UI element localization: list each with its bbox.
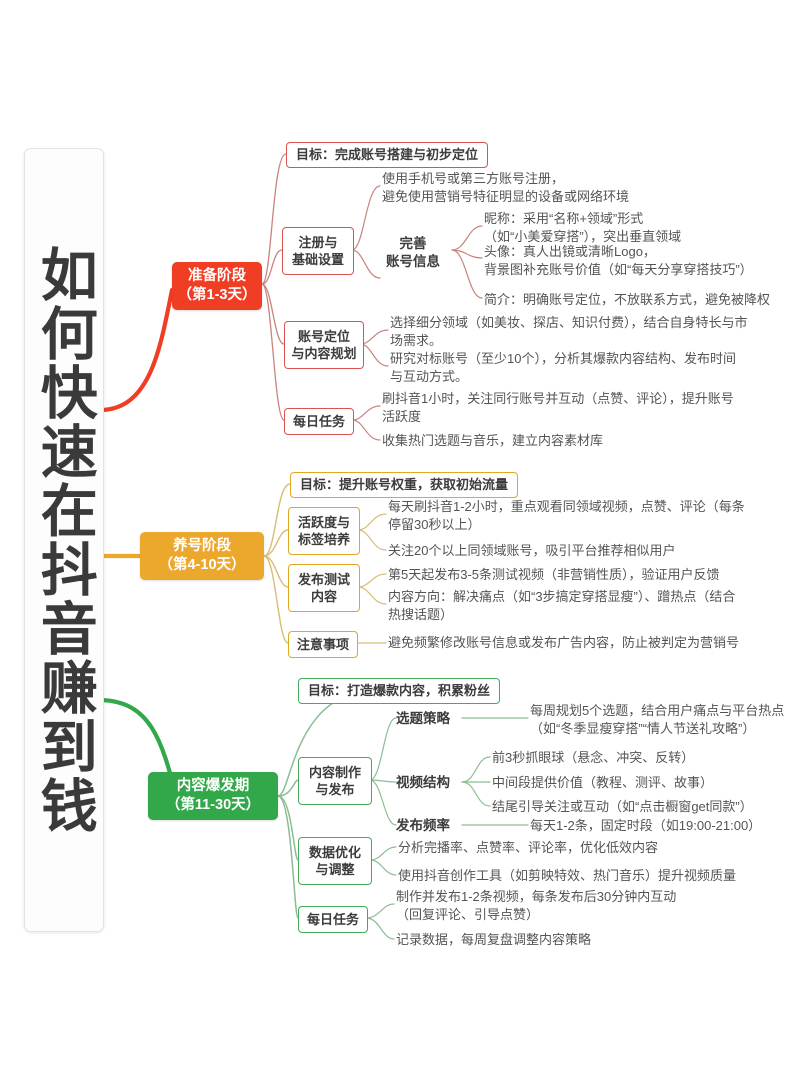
- leaf-follow-accounts: 关注20个以上同领域账号，吸引平台推荐相似用户: [388, 543, 676, 558]
- node-complete-profile[interactable]: 完善 账号信息: [386, 235, 440, 270]
- leaf-test-videos: 第5天起发布3-5条测试视频（非营销性质），验证用户反馈: [388, 567, 720, 582]
- node-complete-profile-l1: 完善: [399, 236, 427, 251]
- node-activity-tags-l2: 标签培养: [297, 532, 350, 547]
- node-positioning-plan-l2: 与内容规划: [291, 346, 357, 361]
- leaf-first-3-seconds: 前3秒抓眼球（悬念、冲突、反转）: [492, 750, 695, 765]
- node-topic-strategy[interactable]: 选题策略: [396, 710, 450, 728]
- leaf-bio: 简介：明确账号定位，不放联系方式，避免被降权: [484, 292, 771, 307]
- node-publish-frequency-label: 发布频率: [396, 818, 450, 833]
- root-title: 如何快速在抖音赚到钱: [32, 245, 97, 835]
- stage-nurture-line1: 养号阶段: [173, 537, 231, 554]
- node-register-setup-l1: 注册与: [298, 234, 338, 250]
- leaf-browse-douyin: 刷抖音1小时，关注同行账号并互动（点赞、评论），提升账号 活跃度: [382, 391, 734, 425]
- node-cautions[interactable]: 注意事项: [288, 631, 358, 658]
- node-content-production-l1: 内容制作: [308, 764, 361, 780]
- leaf-niche-select: 选择细分领域（如美妆、探店、知识付费），结合自身特长与市 场需求。: [390, 315, 748, 349]
- node-test-content[interactable]: 发布测试 内容: [288, 564, 360, 612]
- leaf-analyze-metrics: 分析完播率、点赞率、评论率，优化低效内容: [398, 840, 659, 855]
- leaf-avatar: 头像：真人出镜或清晰Logo， 背景图补充账号价值（如“每天分享穿搭技巧”）: [484, 244, 753, 278]
- node-data-optimization[interactable]: 数据优化 与调整: [298, 837, 372, 885]
- goal-chip-nurture[interactable]: 目标：提升账号权重，获取初始流量: [290, 472, 519, 498]
- leaf-weekly-topics: 每周规划5个选题，结合用户痛点与平台热点 （如“冬季显瘦穿搭”“情人节送礼攻略”…: [530, 703, 785, 737]
- leaf-benchmark-accounts: 研究对标账号（至少10个），分析其爆款内容结构、发布时间 与互动方式。: [390, 351, 736, 385]
- leaf-content-direction: 内容方向：解决痛点（如“3步搞定穿搭显瘦”）、蹭热点（结合 热搜话题）: [388, 589, 736, 623]
- node-positioning-plan-l1: 账号定位: [297, 328, 350, 344]
- stage-node-prep[interactable]: 准备阶段 （第1-3天）: [172, 262, 262, 310]
- stage-node-nurture[interactable]: 养号阶段 （第4-10天）: [140, 532, 264, 580]
- leaf-publish-cadence: 每天1-2条，固定时段（如19:00-21:00）: [530, 818, 762, 833]
- node-register-setup[interactable]: 注册与 基础设置: [282, 227, 354, 275]
- goal-chip-boom[interactable]: 目标：打造爆款内容，积累粉丝: [298, 678, 501, 704]
- leaf-creation-tools: 使用抖音创作工具（如剪映特效、热门音乐）提升视频质量: [398, 868, 737, 883]
- leaf-collect-topics: 收集热门选题与音乐，建立内容素材库: [382, 433, 604, 448]
- node-activity-tags-l1: 活跃度与: [297, 514, 350, 530]
- node-video-structure[interactable]: 视频结构: [396, 774, 450, 792]
- node-daily-task-boom[interactable]: 每日任务: [298, 906, 368, 933]
- node-topic-strategy-label: 选题策略: [396, 711, 450, 726]
- node-video-structure-label: 视频结构: [396, 775, 450, 790]
- leaf-publish-and-engage: 制作并发布1-2条视频，每条发布后30分钟内互动 （回复评论、引导点赞）: [396, 889, 677, 923]
- leaf-nickname: 昵称：采用“名称+领域”形式 （如“小美爱穿搭”），突出垂直领域: [484, 211, 682, 245]
- goal-boom-text: 目标：打造爆款内容，积累粉丝: [308, 683, 491, 699]
- stage-prep-line2: （第1-3天）: [177, 287, 257, 303]
- stage-node-boom[interactable]: 内容爆发期 （第11-30天）: [148, 772, 278, 820]
- node-complete-profile-l2: 账号信息: [386, 253, 440, 269]
- node-data-optimization-l1: 数据优化: [308, 844, 361, 860]
- leaf-register-method: 使用手机号或第三方账号注册， 避免使用营销号特征明显的设备或网络环境: [382, 171, 630, 205]
- root-node[interactable]: 如何快速在抖音赚到钱: [24, 148, 104, 932]
- leaf-avoid-marketing: 避免频繁修改账号信息或发布广告内容，防止被判定为营销号: [388, 635, 740, 650]
- node-test-content-l1: 发布测试: [297, 571, 350, 587]
- leaf-ending-cta: 结尾引导关注或互动（如“点击橱窗get同款”）: [492, 799, 753, 814]
- node-activity-tags[interactable]: 活跃度与 标签培养: [288, 507, 360, 555]
- node-test-content-l2: 内容: [310, 589, 337, 604]
- node-content-production[interactable]: 内容制作 与发布: [298, 757, 372, 805]
- stage-boom-line1: 内容爆发期: [176, 777, 250, 794]
- goal-prep-text: 目标：完成账号搭建与初步定位: [296, 147, 479, 163]
- stage-nurture-line2: （第4-10天）: [158, 557, 246, 573]
- leaf-record-review: 记录数据，每周复盘调整内容策略: [396, 932, 592, 947]
- node-daily-task-prep[interactable]: 每日任务: [284, 408, 354, 435]
- leaf-daily-browse: 每天刷抖音1-2小时，重点观看同领域视频，点赞、评论（每条 停留30秒以上）: [388, 499, 745, 533]
- node-cautions-l1: 注意事项: [296, 636, 349, 652]
- node-positioning-plan[interactable]: 账号定位 与内容规划: [284, 321, 364, 369]
- stage-boom-line2: （第11-30天）: [165, 797, 261, 813]
- node-content-production-l2: 与发布: [315, 782, 355, 797]
- node-data-optimization-l2: 与调整: [315, 862, 355, 877]
- node-daily-task-prep-l1: 每日任务: [292, 413, 345, 429]
- goal-nurture-text: 目标：提升账号权重，获取初始流量: [300, 477, 509, 493]
- stage-prep-line1: 准备阶段: [188, 267, 246, 284]
- goal-chip-prep[interactable]: 目标：完成账号搭建与初步定位: [286, 142, 489, 168]
- node-register-setup-l2: 基础设置: [291, 252, 344, 267]
- node-publish-frequency[interactable]: 发布频率: [396, 817, 450, 835]
- leaf-mid-value: 中间段提供价值（教程、测评、故事）: [492, 775, 714, 790]
- node-daily-task-boom-l1: 每日任务: [306, 911, 359, 927]
